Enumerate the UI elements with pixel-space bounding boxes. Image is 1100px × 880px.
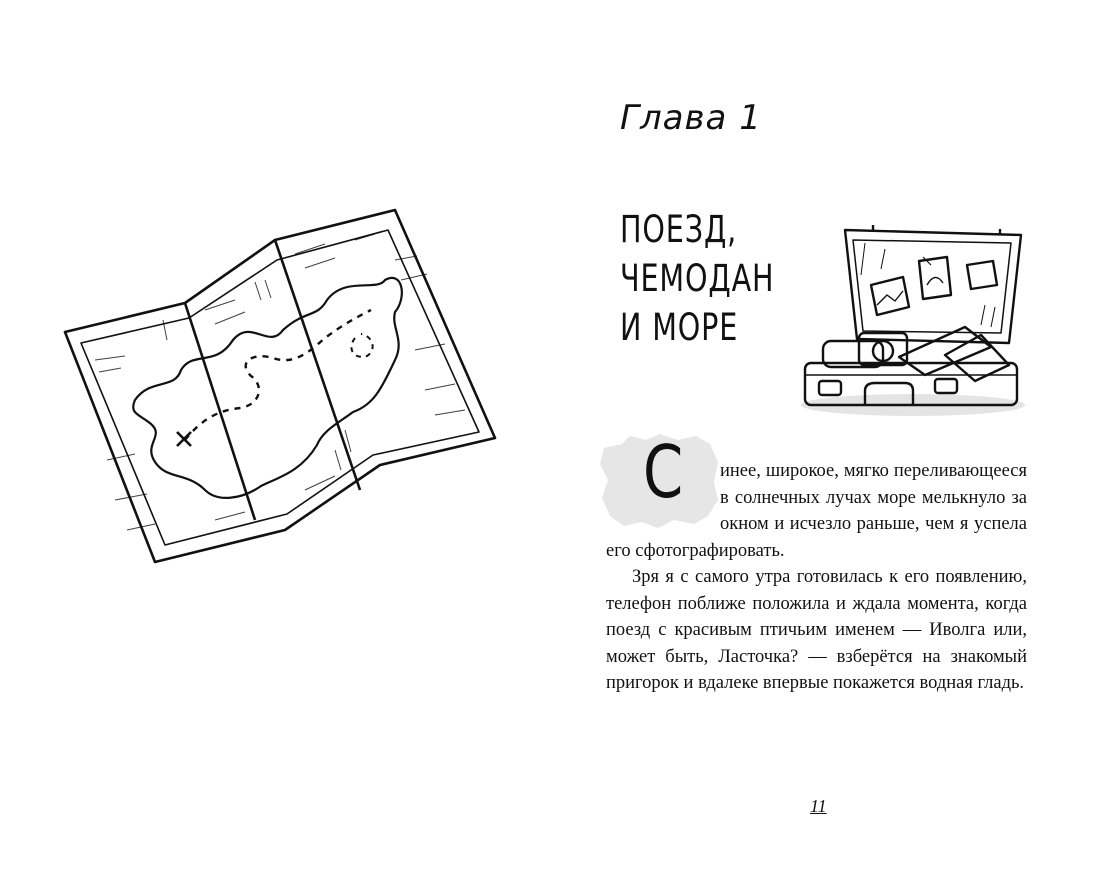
chapter-label: Глава 1 xyxy=(620,98,762,138)
drop-cap-background xyxy=(600,434,718,528)
suitcase-icon xyxy=(801,225,1025,416)
chapter-title-line: ПОЕЗД, xyxy=(620,208,738,251)
page-number: 11 xyxy=(810,796,827,816)
chapter-title: ПОЕЗД, ЧЕМОДАН И МОРЕ xyxy=(620,205,783,352)
drop-cap-letter: С xyxy=(643,430,684,514)
drop-cap: С xyxy=(600,434,720,528)
paragraph: инее, широкое, мягко пере­ливающееся в с… xyxy=(606,461,1027,561)
chapter-title-line: ЧЕМОДАН xyxy=(620,257,775,300)
chapter-body: инее, широкое, мягко пере­ливающееся в с… xyxy=(606,458,1027,697)
drop-cap-spacer xyxy=(606,458,720,532)
paragraph: Зря я с самого утра готовилась к его поя… xyxy=(606,567,1027,693)
treasure-map-icon xyxy=(63,208,497,564)
chapter-title-line: И МОРЕ xyxy=(620,306,739,349)
